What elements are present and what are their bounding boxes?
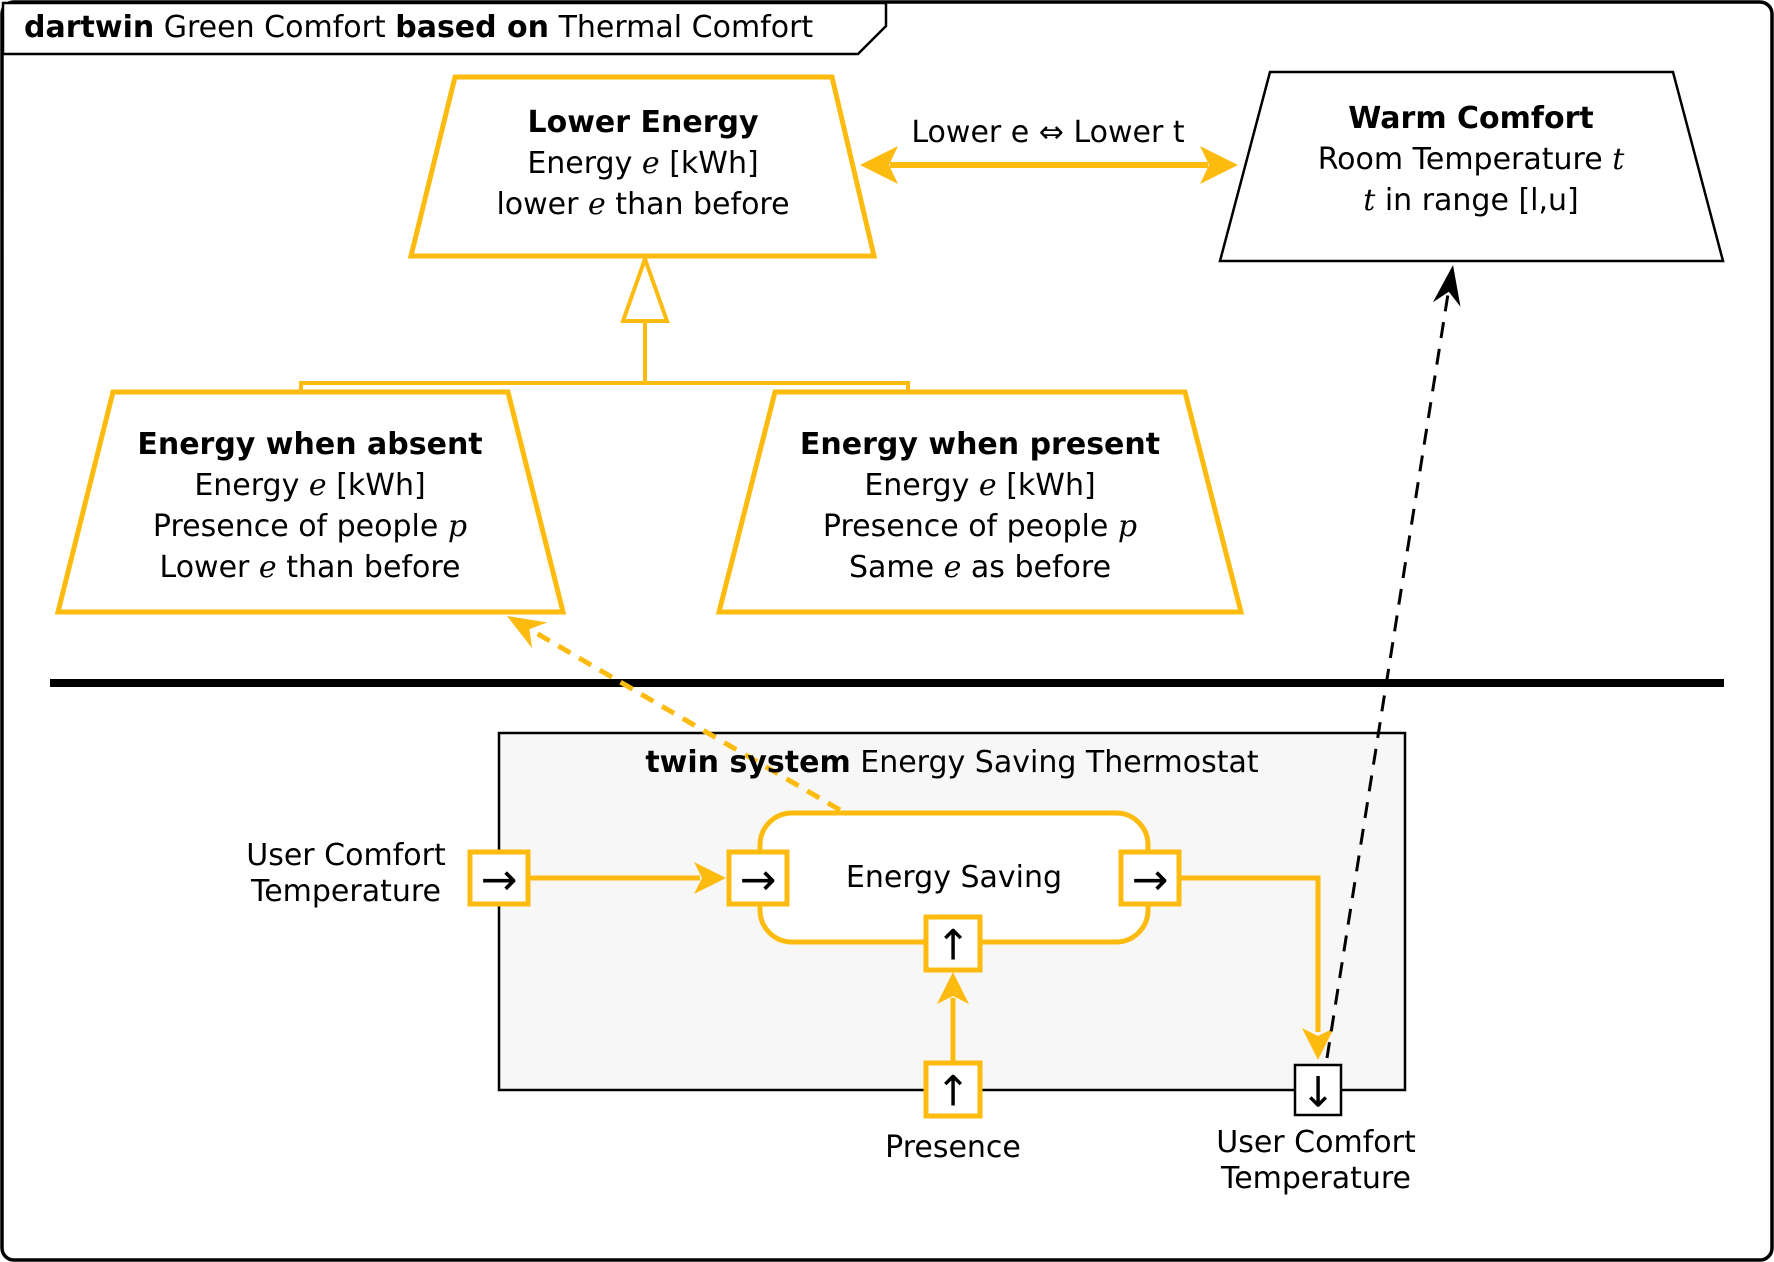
- title-base: Thermal Comfort: [549, 10, 814, 45]
- goal-title: Lower Energy: [527, 105, 759, 140]
- twin-input-port: [467, 849, 531, 907]
- goal-line: Energy e [kWh]: [194, 468, 426, 503]
- goal-line: Lower e than before: [159, 550, 461, 585]
- energy-when-absent-trapezoid: [54, 389, 567, 615]
- lower-energy-text: Lower Energy Energy e [kWh] lower e than…: [443, 102, 843, 225]
- title-name: Green Comfort: [154, 10, 396, 45]
- block-presence-port: [923, 914, 983, 973]
- output-flow-line: [1180, 875, 1321, 1032]
- presence-port-label: Presence: [885, 1130, 1021, 1165]
- generalization-triangle: [620, 253, 670, 323]
- diagram-title: dartwin Green Comfort based on Thermal C…: [24, 8, 813, 48]
- down-arrow-icon: ↓: [1300, 1068, 1335, 1117]
- goal-title: Warm Comfort: [1348, 101, 1594, 136]
- right-arrow-icon: →: [481, 855, 518, 906]
- relation-arrowhead-right: [1200, 146, 1238, 184]
- twin-output-port: [1293, 1063, 1343, 1117]
- satisfy-link-black-arrowhead: [1432, 265, 1461, 307]
- twin-system-title: twin system Energy Saving Thermostat: [645, 745, 1259, 780]
- block-output-port: [1118, 849, 1182, 907]
- up-arrow-icon: ↑: [935, 921, 970, 970]
- goal-line: Room Temperature t: [1317, 142, 1625, 177]
- goal-title: Energy when present: [799, 427, 1161, 462]
- input-flow-arrowhead: [694, 862, 726, 894]
- satisfy-link-dashed-orange: [529, 627, 842, 813]
- energy-when-present-text: Energy when present Energy e [kWh] Prese…: [780, 424, 1180, 588]
- goal-line: Same e as before: [848, 550, 1112, 585]
- goal-line: Presence of people p: [822, 509, 1138, 544]
- generalization-bar: [299, 381, 910, 394]
- satisfy-link-arrowhead: [507, 616, 548, 649]
- lower-energy-trapezoid: [407, 74, 878, 259]
- twin-presence-port: [923, 1060, 983, 1119]
- right-arrow-icon: →: [740, 855, 777, 906]
- title-keyword-dartwin: dartwin: [24, 10, 155, 45]
- energy-when-absent-text: Energy when absent Energy e [kWh] Presen…: [110, 424, 510, 588]
- right-arrow-icon: →: [1132, 855, 1169, 906]
- warm-comfort-trapezoid: [1218, 70, 1725, 263]
- goal-line: Energy e [kWh]: [527, 146, 759, 181]
- goal-line: Presence of people p: [152, 509, 468, 544]
- up-arrow-icon: ↑: [935, 1067, 970, 1116]
- input-port-label: User Comfort Temperature: [246, 838, 446, 909]
- output-flow-arrowhead: [1302, 1028, 1334, 1060]
- energy-saving-label: Energy Saving: [845, 860, 1063, 895]
- goal-line: t in range [l,u]: [1363, 183, 1579, 218]
- presence-flow-arrowhead: [937, 972, 969, 1004]
- warm-comfort-text: Warm Comfort Room Temperature t t in ran…: [1271, 98, 1671, 221]
- output-port-label: User Comfort Temperature: [1216, 1125, 1416, 1196]
- title-tab-shape: [1, 1, 888, 56]
- goal-title: Energy when absent: [137, 427, 483, 462]
- title-keyword-based-on: based on: [395, 10, 550, 45]
- satisfy-link-dashed-black: [1325, 293, 1450, 1059]
- relation-arrowhead-left: [860, 146, 898, 184]
- block-input-port: [726, 849, 790, 907]
- goal-line: Energy e [kWh]: [864, 468, 1096, 503]
- energy-when-present-trapezoid: [715, 389, 1245, 615]
- relation-label: Lower e ⇔ Lower t: [911, 115, 1185, 150]
- goal-line: lower e than before: [496, 187, 790, 222]
